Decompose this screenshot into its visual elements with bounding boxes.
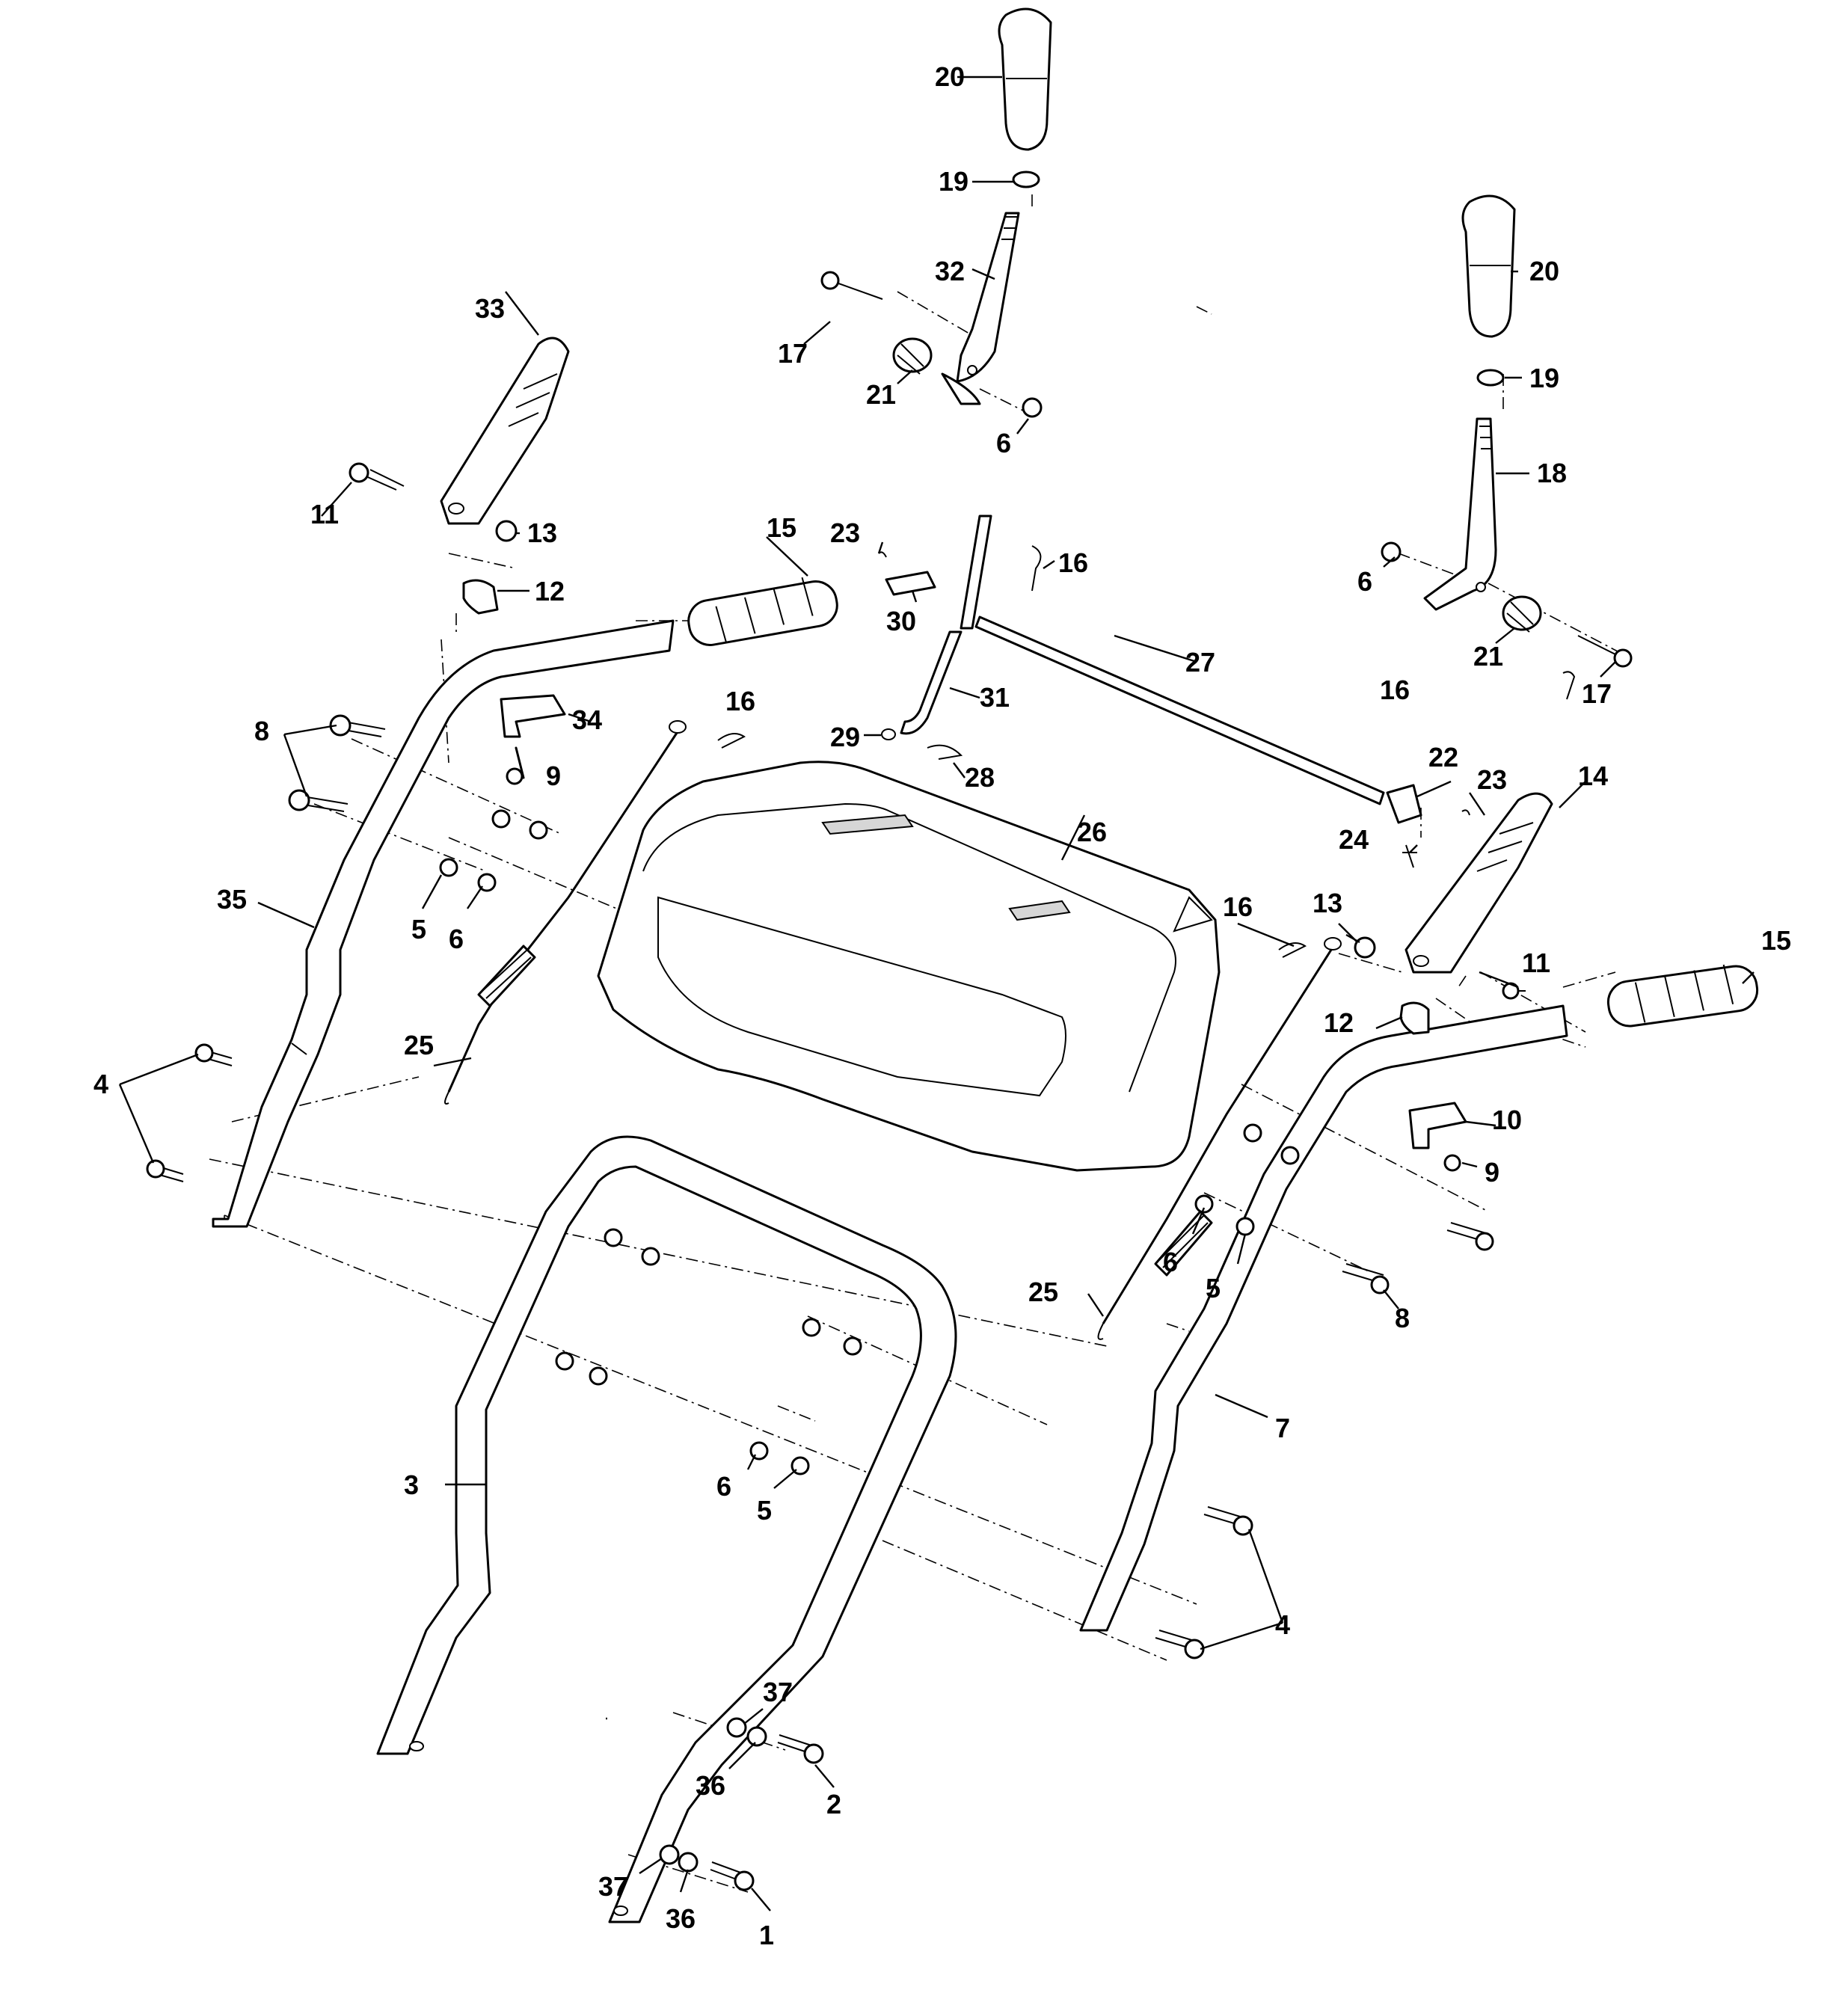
callout-18: 18 bbox=[1537, 458, 1567, 488]
callout-23-left: 23 bbox=[830, 518, 860, 548]
callout-28: 28 bbox=[965, 762, 995, 793]
rod-link-31 bbox=[881, 515, 992, 740]
right-lever-14-hardware bbox=[1354, 936, 1526, 1035]
bracket-34 bbox=[500, 694, 566, 785]
callout-16-right-upper: 16 bbox=[1380, 675, 1410, 705]
callout-36-lower: 36 bbox=[666, 1903, 696, 1934]
callout-16-top: 16 bbox=[1058, 547, 1088, 578]
callout-6-right: 6 bbox=[1163, 1247, 1178, 1277]
left-grip-15 bbox=[687, 577, 838, 646]
callout-6-top: 6 bbox=[996, 428, 1011, 458]
callout-15-right: 15 bbox=[1761, 925, 1791, 956]
link-block-30 bbox=[885, 571, 936, 596]
callout-19-right: 19 bbox=[1529, 363, 1559, 393]
callout-30: 30 bbox=[886, 606, 916, 636]
leader-lines bbox=[118, 76, 1755, 1911]
small-parts-clips bbox=[717, 545, 1576, 958]
callout-31: 31 bbox=[980, 682, 1010, 713]
callout-6-right-upper: 6 bbox=[1357, 566, 1372, 597]
cross-rod-27 bbox=[974, 615, 1385, 805]
callout-16-right: 16 bbox=[1223, 891, 1253, 922]
callout-21-left: 21 bbox=[866, 379, 896, 410]
callout-5-left: 5 bbox=[411, 914, 426, 945]
callout-37-lower: 37 bbox=[598, 1871, 628, 1902]
right-upper-handle-7 bbox=[1079, 1004, 1568, 1632]
callout-23-right: 23 bbox=[1477, 764, 1507, 795]
callout-27: 27 bbox=[1185, 647, 1215, 678]
callout-9-left: 9 bbox=[546, 761, 561, 791]
right-shift-rod-18 bbox=[1423, 417, 1497, 611]
callout-5-center: 5 bbox=[757, 1495, 772, 1526]
callout-16-left: 16 bbox=[725, 686, 755, 716]
callout-29: 29 bbox=[830, 722, 860, 752]
right-lever-14 bbox=[1405, 792, 1553, 974]
lower-handle-3 bbox=[376, 1135, 957, 1923]
callout-32: 32 bbox=[935, 256, 965, 286]
callout-36-upper: 36 bbox=[696, 1770, 725, 1801]
callout-12-right: 12 bbox=[1324, 1007, 1354, 1038]
callout-labels: 20 19 32 17 21 6 20 19 18 6 21 17 33 11 … bbox=[93, 61, 1791, 1950]
link-end-22 bbox=[1386, 784, 1422, 824]
callout-26: 26 bbox=[1077, 817, 1107, 847]
left-lever-33 bbox=[440, 337, 570, 525]
callout-17-right: 17 bbox=[1582, 678, 1612, 709]
bracket-10 bbox=[1408, 1102, 1467, 1172]
right-grip-15 bbox=[1606, 964, 1759, 1028]
dashboard-cover-26 bbox=[597, 761, 1221, 1172]
callout-15-left: 15 bbox=[767, 512, 796, 543]
callout-33: 33 bbox=[475, 293, 505, 324]
left-upper-handle-35 bbox=[212, 619, 675, 1228]
callout-7: 7 bbox=[1275, 1413, 1290, 1443]
callout-34: 34 bbox=[572, 704, 602, 735]
callout-2: 2 bbox=[826, 1789, 841, 1820]
callout-20-left: 20 bbox=[935, 61, 965, 92]
callout-22: 22 bbox=[1428, 742, 1458, 773]
callout-6-left: 6 bbox=[449, 924, 464, 954]
right-shift-hardware bbox=[1381, 541, 1633, 668]
left-cable-25 bbox=[444, 720, 687, 1105]
callout-8-left: 8 bbox=[254, 716, 269, 746]
callout-11-right: 11 bbox=[1522, 948, 1550, 978]
callout-12-left: 12 bbox=[535, 576, 565, 607]
callout-11-left: 11 bbox=[310, 499, 339, 529]
callout-1: 1 bbox=[759, 1920, 774, 1950]
right-shift-knob-20 bbox=[1461, 194, 1516, 387]
callout-21-right: 21 bbox=[1473, 641, 1503, 672]
callout-24: 24 bbox=[1339, 824, 1369, 855]
callout-25-right: 25 bbox=[1028, 1277, 1058, 1307]
left-lever-33-hardware bbox=[349, 462, 518, 615]
callout-4-right: 4 bbox=[1275, 1609, 1290, 1640]
callout-5-right: 5 bbox=[1206, 1273, 1221, 1303]
callout-20-right: 20 bbox=[1529, 256, 1559, 286]
callout-37-upper: 37 bbox=[763, 1677, 793, 1707]
callout-8-right: 8 bbox=[1395, 1303, 1410, 1333]
left-shift-hardware bbox=[820, 271, 1043, 418]
callout-10: 10 bbox=[1492, 1105, 1522, 1135]
callout-9-right: 9 bbox=[1485, 1157, 1499, 1188]
callout-19-left: 19 bbox=[939, 166, 968, 197]
left-shift-rod-32 bbox=[941, 212, 1020, 405]
bolts-washers-nuts bbox=[146, 714, 1494, 1891]
callout-35: 35 bbox=[217, 884, 247, 915]
callout-4-left: 4 bbox=[93, 1069, 108, 1099]
callout-17-left: 17 bbox=[778, 338, 808, 369]
callout-13-left: 13 bbox=[527, 518, 557, 548]
callout-3: 3 bbox=[404, 1470, 419, 1500]
left-shift-knob-20 bbox=[998, 7, 1052, 188]
right-cable-25 bbox=[1097, 937, 1342, 1340]
callout-13-right: 13 bbox=[1313, 888, 1342, 918]
callout-6-center: 6 bbox=[716, 1471, 731, 1502]
callout-14: 14 bbox=[1578, 761, 1608, 791]
callout-25-left: 25 bbox=[404, 1030, 434, 1060]
